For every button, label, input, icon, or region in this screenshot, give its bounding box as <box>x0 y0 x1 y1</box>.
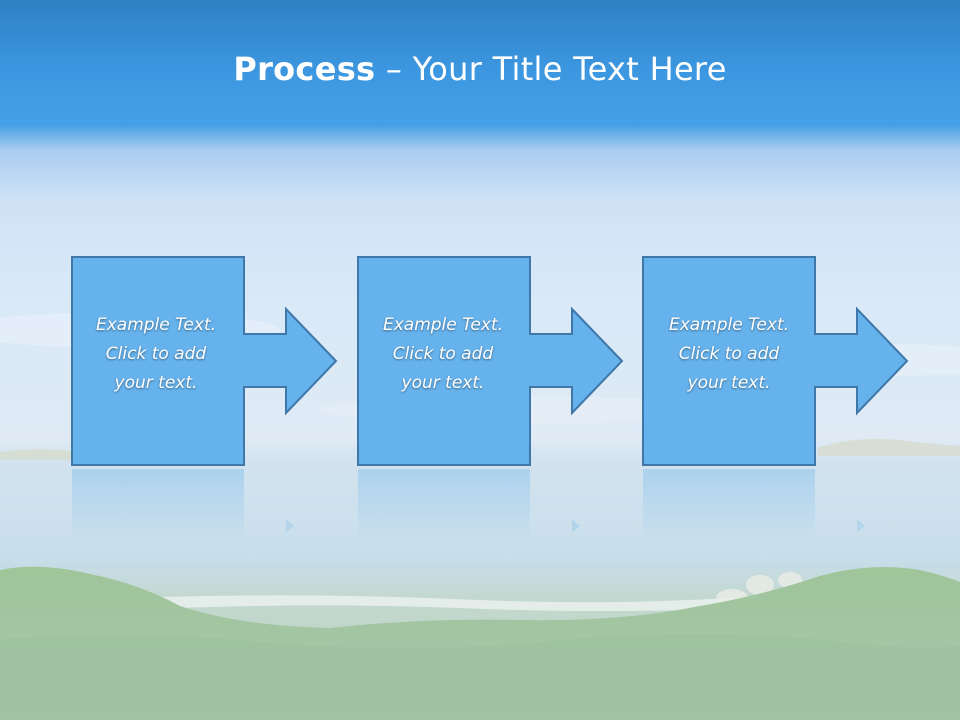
process-step-reflection <box>72 469 244 540</box>
process-step-2-arrow-box[interactable] <box>357 256 624 466</box>
headland-left <box>0 449 80 460</box>
process-step-1-arrow-box[interactable] <box>71 256 338 466</box>
process-step-reflection <box>358 469 530 540</box>
process-step-3-text[interactable]: Example Text. Click to add your text. <box>643 311 815 398</box>
step-text-line: Example Text. <box>95 315 217 335</box>
title-emphasis: Process <box>233 50 376 88</box>
step-text-line: Example Text. <box>668 315 790 335</box>
step-text-line: your text. <box>401 373 485 393</box>
arrow-reflection <box>572 519 580 532</box>
step-text-line: Click to add <box>105 344 207 364</box>
step-text-line: your text. <box>687 373 771 393</box>
arrow-reflection <box>286 519 294 532</box>
step-text-line: Click to add <box>678 344 780 364</box>
title-text: – Your Title Text Here <box>385 50 727 88</box>
process-diagram <box>71 256 909 540</box>
surf-line <box>130 595 760 611</box>
slide-title[interactable]: Process – Your Title Text Here <box>0 50 960 88</box>
process-step-reflection <box>643 469 815 540</box>
step-text-line: Example Text. <box>382 315 504 335</box>
step-text-line: Click to add <box>392 344 494 364</box>
process-step-1-text[interactable]: Example Text. Click to add your text. <box>70 311 242 398</box>
process-step-3-arrow-box[interactable] <box>642 256 909 466</box>
process-step-2-text[interactable]: Example Text. Click to add your text. <box>357 311 529 398</box>
arrow-reflection <box>857 519 865 532</box>
step-text-line: your text. <box>114 373 198 393</box>
foreground-hill <box>0 633 960 720</box>
headland-right <box>818 439 960 456</box>
